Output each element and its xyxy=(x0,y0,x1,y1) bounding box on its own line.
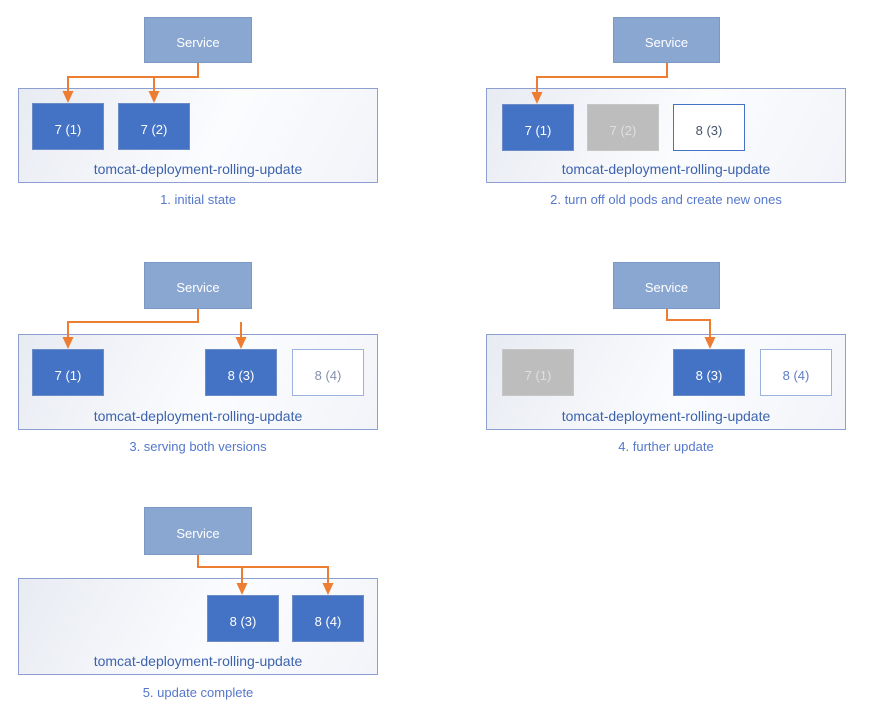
pod-7-2: 7 (2) xyxy=(587,104,659,151)
pod-label: 8 (4) xyxy=(314,613,342,629)
panel-caption: 3. serving both versions xyxy=(129,439,267,454)
pod-label: 7 (1) xyxy=(54,121,82,137)
panel-caption: 2. turn off old pods and create new ones xyxy=(550,192,782,207)
panel-caption: 5. update complete xyxy=(142,685,254,700)
service-label: Service xyxy=(644,34,689,50)
service-box: Service xyxy=(144,262,252,309)
pod-8-3: 8 (3) xyxy=(205,349,277,396)
panel-caption: 1. initial state xyxy=(160,192,236,207)
pod-8-4: 8 (4) xyxy=(760,349,832,396)
deployment-label: tomcat-deployment-rolling-update xyxy=(93,653,303,669)
pod-8-3: 8 (3) xyxy=(673,349,745,396)
service-box: Service xyxy=(613,262,720,309)
service-box: Service xyxy=(613,17,720,63)
pod-8-3: 8 (3) xyxy=(673,104,745,151)
pod-label: 7 (2) xyxy=(609,122,637,138)
pod-label: 8 (4) xyxy=(314,367,342,383)
service-label: Service xyxy=(644,280,689,295)
service-label: Service xyxy=(176,34,220,50)
service-label: Service xyxy=(176,280,220,295)
service-box: Service xyxy=(144,507,252,555)
pod-7-2: 7 (2) xyxy=(118,103,190,150)
pod-label: 7 (2) xyxy=(140,121,168,137)
deployment-label: tomcat-deployment-rolling-update xyxy=(93,161,303,177)
pod-7-1: 7 (1) xyxy=(32,349,104,396)
deployment-container: tomcat-deployment-rolling-update xyxy=(18,88,378,183)
pod-label: 8 (3) xyxy=(227,367,255,383)
pod-7-1: 7 (1) xyxy=(502,349,574,396)
deployment-label: tomcat-deployment-rolling-update xyxy=(561,408,771,424)
pod-label: 7 (1) xyxy=(524,122,552,138)
service-label: Service xyxy=(176,525,220,541)
pod-label: 8 (3) xyxy=(229,613,257,629)
deployment-label: tomcat-deployment-rolling-update xyxy=(93,408,303,424)
pod-8-3: 8 (3) xyxy=(207,595,279,642)
pod-7-1: 7 (1) xyxy=(32,103,104,150)
pod-8-4: 8 (4) xyxy=(292,595,364,642)
pod-8-4: 8 (4) xyxy=(292,349,364,396)
service-box: Service xyxy=(144,17,252,63)
pod-label: 8 (3) xyxy=(695,122,723,138)
pod-label: 7 (1) xyxy=(54,367,82,383)
pod-7-1: 7 (1) xyxy=(502,104,574,151)
pod-label: 7 (1) xyxy=(524,367,552,383)
deployment-label: tomcat-deployment-rolling-update xyxy=(561,161,771,177)
pod-label: 8 (3) xyxy=(695,367,723,383)
pod-label: 8 (4) xyxy=(782,367,810,383)
panel-caption: 4. further update xyxy=(618,439,714,454)
